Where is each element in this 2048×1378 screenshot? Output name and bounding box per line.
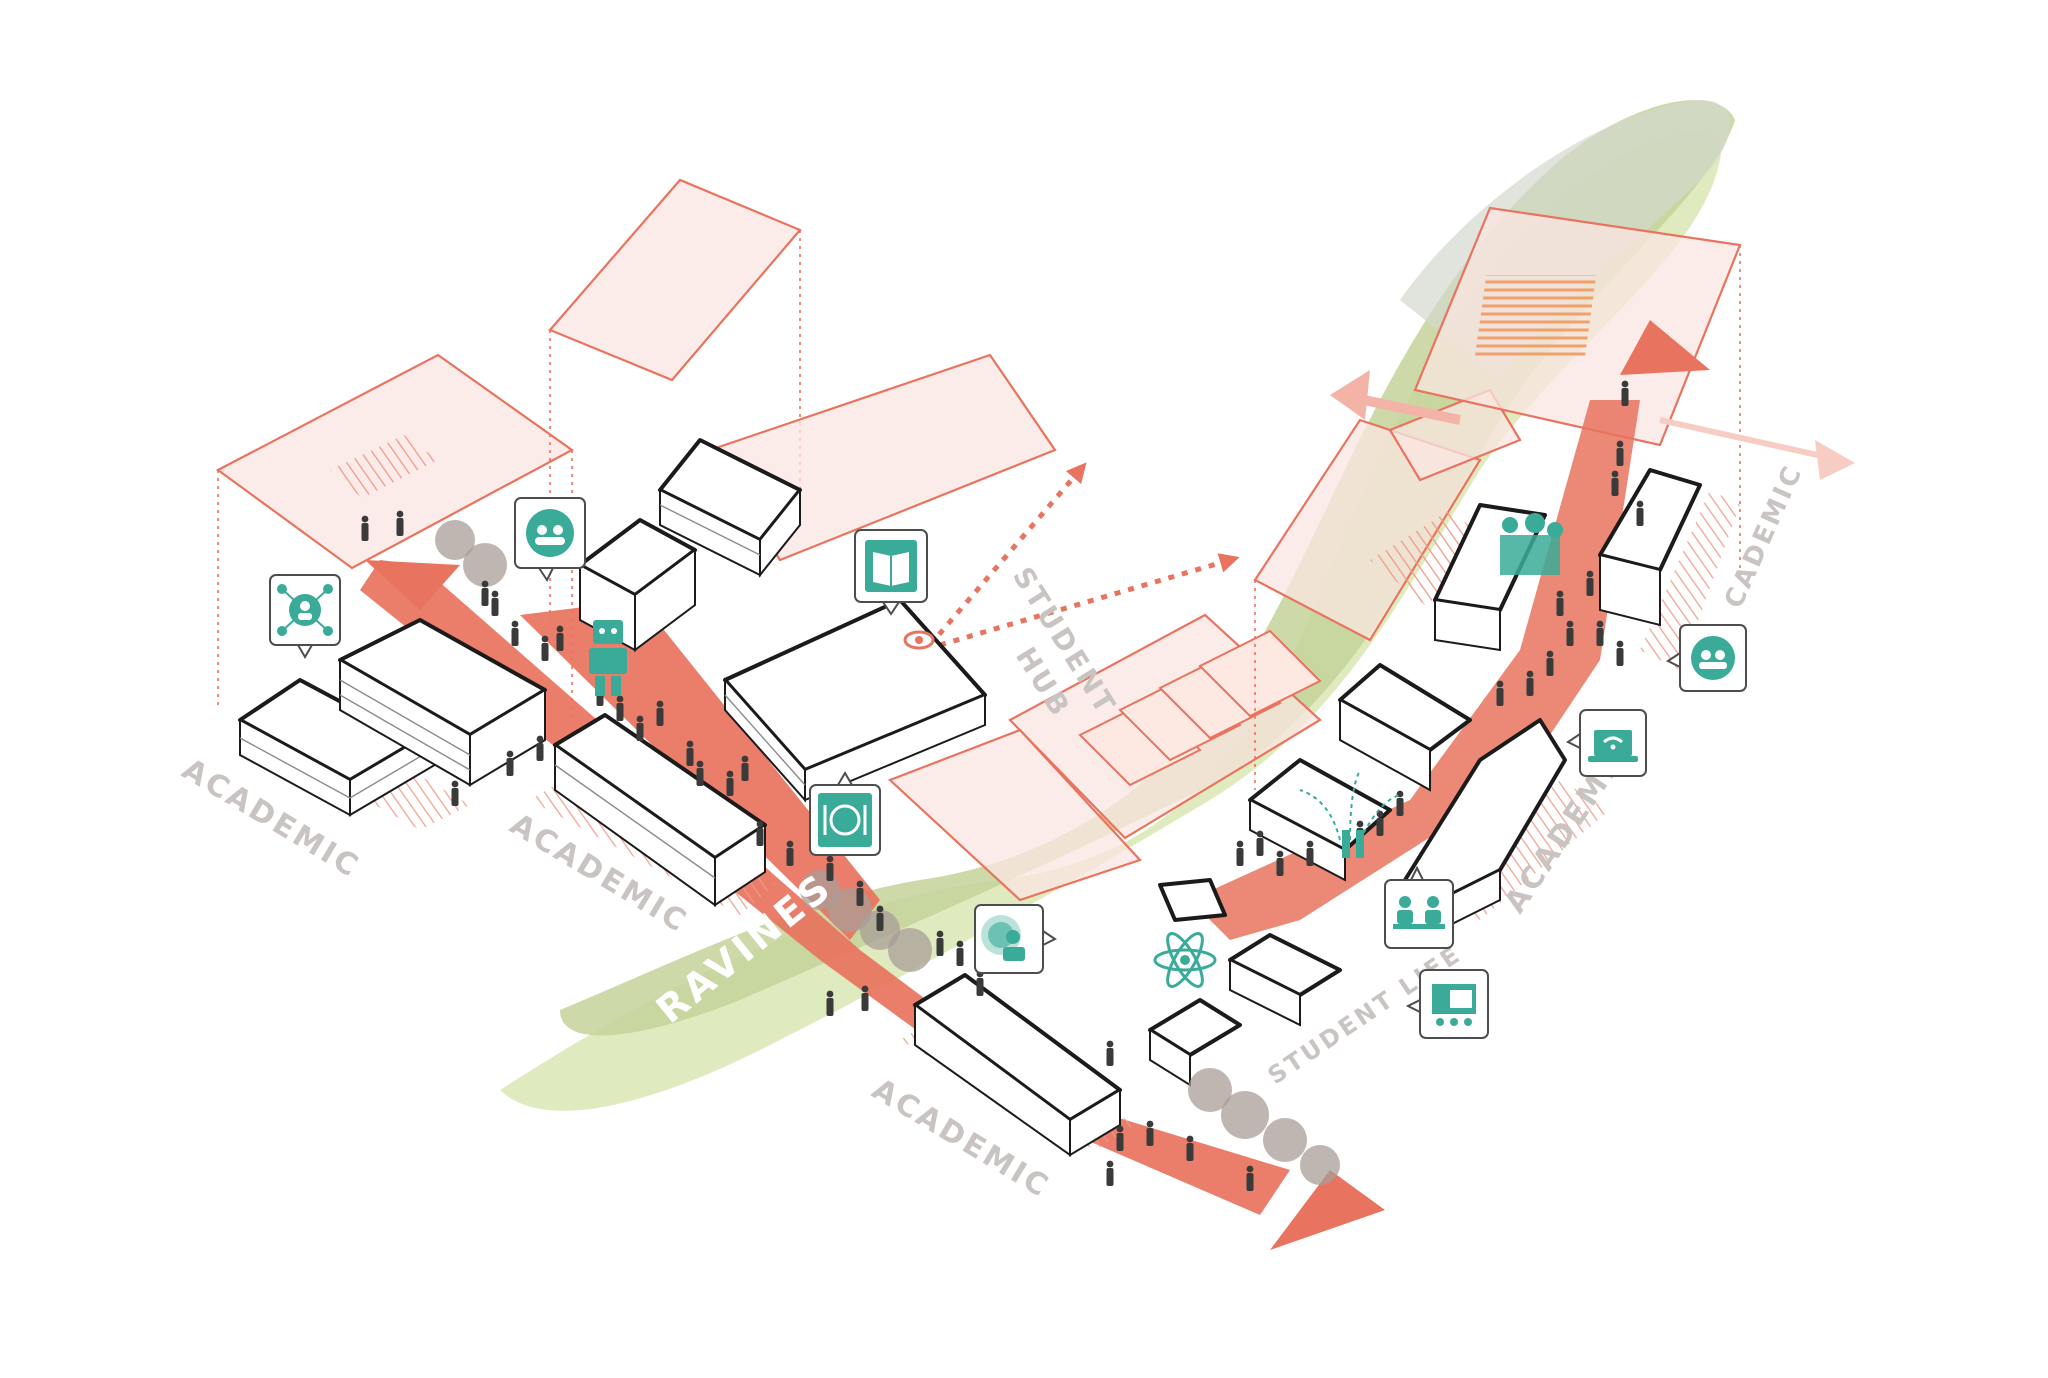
person-figure xyxy=(1496,680,1504,706)
person-figure xyxy=(1276,850,1284,876)
building-bottom-long xyxy=(913,973,1122,1157)
building-upper-gable xyxy=(658,438,802,578)
person-figure xyxy=(1246,1165,1254,1191)
dining-icon xyxy=(809,771,881,856)
person-figure xyxy=(741,755,749,781)
community-cycle-icon xyxy=(514,497,586,582)
person-figure xyxy=(1556,590,1564,616)
person-figure xyxy=(1566,620,1574,646)
person-figure xyxy=(1256,830,1264,856)
person-figure xyxy=(616,695,624,721)
building-left-wide xyxy=(338,618,547,787)
person-figure xyxy=(686,740,694,766)
hub-skylights xyxy=(1078,629,1322,787)
person-figure xyxy=(361,515,369,541)
buildings xyxy=(238,438,1702,1157)
person-figure xyxy=(1106,1040,1114,1066)
eye-icon xyxy=(903,630,935,650)
person-figure xyxy=(1636,500,1644,526)
program-icons xyxy=(269,497,1747,1039)
person-figure xyxy=(656,700,664,726)
person-figure xyxy=(511,620,519,646)
person-figure xyxy=(491,590,499,616)
person-figure xyxy=(1526,670,1534,696)
book-icon xyxy=(854,529,928,616)
speaker-icon xyxy=(974,904,1057,974)
person-figure xyxy=(1611,470,1619,496)
person-figure xyxy=(876,905,884,931)
person-figure xyxy=(956,940,964,966)
label-academic-5: CADEMIC xyxy=(1719,460,1809,613)
person-figure xyxy=(481,580,489,606)
person-figure xyxy=(536,735,544,761)
person-figure xyxy=(826,990,834,1016)
person-figure xyxy=(1236,840,1244,866)
laptop-wifi-icon xyxy=(1566,709,1647,777)
person-figure xyxy=(636,715,644,741)
person-figure xyxy=(856,880,864,906)
person-figure xyxy=(1586,570,1594,596)
person-figure xyxy=(786,840,794,866)
fountain-icon xyxy=(1299,769,1401,858)
meeting-table-icon xyxy=(1384,865,1454,949)
person-figure xyxy=(1146,1120,1154,1146)
person-figure xyxy=(826,855,834,881)
building-long-diagonal xyxy=(553,713,767,907)
person-figure xyxy=(1186,1135,1194,1161)
person-figure xyxy=(1596,620,1604,646)
community-cycle-icon-right xyxy=(1666,624,1747,692)
network-person-icon xyxy=(269,574,341,659)
person-figure xyxy=(506,750,514,776)
person-figure xyxy=(1376,810,1384,836)
person-figure xyxy=(1621,380,1629,406)
building-bottom-cluster xyxy=(1148,878,1342,1087)
person-figure xyxy=(556,625,564,651)
person-figure xyxy=(1106,1160,1114,1186)
person-figure xyxy=(936,930,944,956)
person-figure xyxy=(1396,790,1404,816)
person-figure xyxy=(861,985,869,1011)
person-figure xyxy=(1306,840,1314,866)
person-figure xyxy=(976,970,984,996)
person-figure xyxy=(1616,640,1624,666)
robot-icon xyxy=(589,620,627,696)
garden-icon xyxy=(1500,513,1563,575)
person-figure xyxy=(451,780,459,806)
person-figure xyxy=(1546,650,1554,676)
person-figure xyxy=(726,770,734,796)
building-small-center-left xyxy=(578,518,697,652)
person-figure xyxy=(756,820,764,846)
building-right-upper xyxy=(1433,468,1702,652)
person-figure xyxy=(1616,440,1624,466)
person-figure xyxy=(541,635,549,661)
atom-icon xyxy=(1153,932,1217,988)
person-figure xyxy=(396,510,404,536)
person-figure xyxy=(696,760,704,786)
building-right-center xyxy=(1248,663,1472,882)
presentation-icon xyxy=(1405,969,1489,1039)
person-figure xyxy=(1116,1125,1124,1151)
